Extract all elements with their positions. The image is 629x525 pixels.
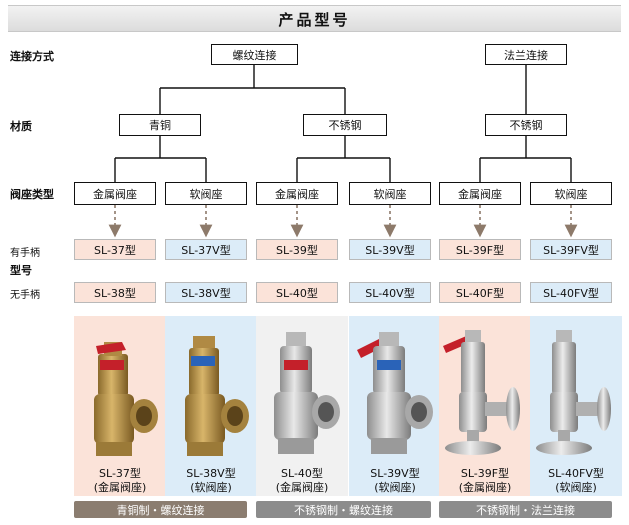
product-caption: SL-37型(金属阀座) bbox=[74, 467, 166, 495]
material-bar-stainless-threaded: 不锈钢制・螺纹连接 bbox=[256, 501, 431, 518]
product-photo bbox=[74, 316, 166, 496]
flanged-valve-icon bbox=[536, 330, 611, 455]
label-without-handle: 无手柄 bbox=[10, 290, 40, 301]
model-without-handle: SL-40FV型 bbox=[530, 282, 612, 303]
product-caption: SL-39F型(金属阀座) bbox=[439, 467, 531, 495]
product-seat: (金属阀座) bbox=[275, 481, 329, 494]
product-caption: SL-38V型(软阀座) bbox=[165, 467, 257, 495]
product-model: SL-40型 bbox=[281, 467, 323, 480]
model-with-handle: SL-39V型 bbox=[349, 239, 431, 260]
product-caption: SL-39V型(软阀座) bbox=[349, 467, 441, 495]
product-model: SL-37型 bbox=[99, 467, 141, 480]
product-caption: SL-40FV型(软阀座) bbox=[530, 467, 622, 495]
model-with-handle: SL-37型 bbox=[74, 239, 156, 260]
label-with-handle: 有手柄 bbox=[10, 248, 40, 259]
product-model: SL-38V型 bbox=[186, 467, 236, 480]
seat-box: 金属阀座 bbox=[256, 182, 338, 205]
page-title: 产品型号 bbox=[278, 11, 351, 29]
bronze-valve-icon bbox=[185, 336, 249, 456]
model-without-handle: SL-38型 bbox=[74, 282, 156, 303]
material-bronze: 青铜 bbox=[119, 114, 201, 136]
product-seat: (软阀座) bbox=[374, 481, 416, 494]
model-with-handle: SL-37V型 bbox=[165, 239, 247, 260]
seat-box: 软阀座 bbox=[165, 182, 247, 205]
connection-flanged: 法兰连接 bbox=[485, 44, 567, 65]
product-photo bbox=[349, 316, 441, 496]
connection-threaded: 螺纹连接 bbox=[211, 44, 298, 65]
seat-box: 金属阀座 bbox=[74, 182, 156, 205]
product-photo bbox=[530, 316, 622, 496]
seat-box: 金属阀座 bbox=[439, 182, 521, 205]
model-with-handle: SL-39型 bbox=[256, 239, 338, 260]
model-without-handle: SL-40型 bbox=[256, 282, 338, 303]
product-model: SL-40FV型 bbox=[548, 467, 604, 480]
label-material: 材质 bbox=[10, 120, 32, 133]
label-seat-type: 阀座类型 bbox=[10, 188, 54, 201]
seat-box: 软阀座 bbox=[349, 182, 431, 205]
product-photo bbox=[439, 316, 531, 496]
model-without-handle: SL-38V型 bbox=[165, 282, 247, 303]
title-bar: 产品型号 bbox=[8, 5, 621, 32]
seat-box: 软阀座 bbox=[530, 182, 612, 205]
product-model: SL-39F型 bbox=[460, 467, 510, 480]
product-model: SL-39V型 bbox=[370, 467, 420, 480]
label-model: 型号 bbox=[10, 264, 32, 277]
model-with-handle: SL-39FV型 bbox=[530, 239, 612, 260]
material-stainless-flanged: 不锈钢 bbox=[485, 114, 567, 136]
bronze-valve-with-handle-icon bbox=[94, 342, 158, 456]
product-photo bbox=[256, 316, 348, 496]
material-bar-bronze: 青铜制・螺纹连接 bbox=[74, 501, 247, 518]
flanged-valve-with-handle-icon bbox=[443, 330, 520, 455]
label-connection: 连接方式 bbox=[10, 50, 54, 63]
model-without-handle: SL-40F型 bbox=[439, 282, 521, 303]
product-seat: (金属阀座) bbox=[93, 481, 147, 494]
stainless-valve-icon bbox=[274, 332, 340, 454]
product-seat: (软阀座) bbox=[190, 481, 232, 494]
product-seat: (金属阀座) bbox=[458, 481, 512, 494]
product-seat: (软阀座) bbox=[555, 481, 597, 494]
product-photo bbox=[165, 316, 257, 496]
model-without-handle: SL-40V型 bbox=[349, 282, 431, 303]
stainless-valve-with-handle-icon bbox=[357, 332, 433, 454]
material-bar-stainless-flanged: 不锈钢制・法兰连接 bbox=[439, 501, 612, 518]
model-with-handle: SL-39F型 bbox=[439, 239, 521, 260]
material-stainless-threaded: 不锈钢 bbox=[303, 114, 387, 136]
product-caption: SL-40型(金属阀座) bbox=[256, 467, 348, 495]
